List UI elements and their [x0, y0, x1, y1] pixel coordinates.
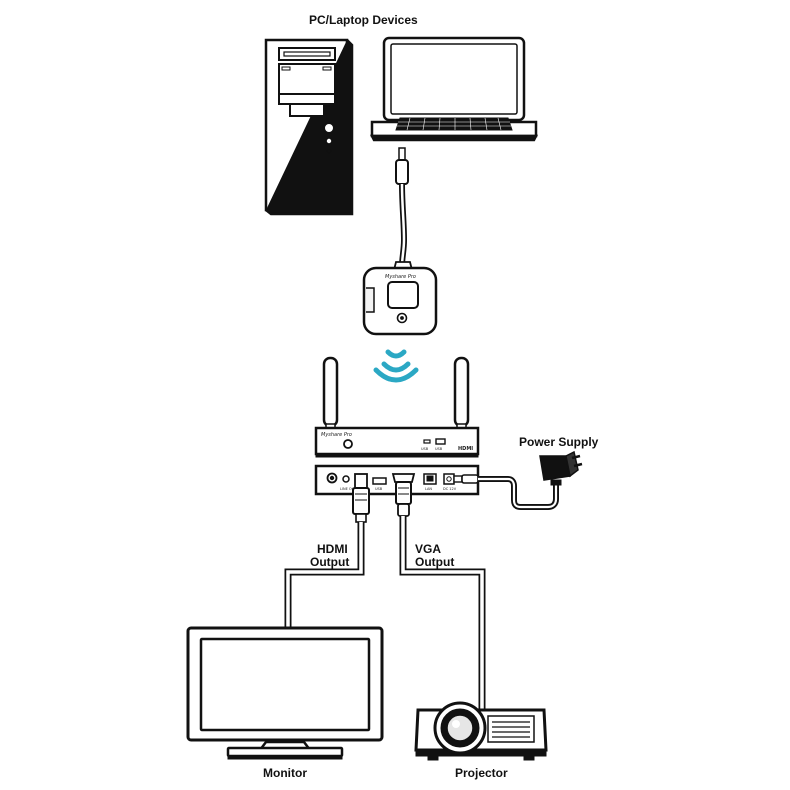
- power-cable: [478, 476, 559, 510]
- projector-label: Projector: [455, 766, 508, 780]
- hdmi-logo: HDMI: [458, 446, 473, 452]
- dc-plug: [453, 474, 479, 484]
- rear-port-label-usb: USB: [375, 487, 383, 491]
- usb-c-connector: [395, 147, 409, 185]
- antenna-right: [453, 356, 470, 431]
- hdmi-output-label-line1: HDMI: [317, 542, 348, 556]
- laptop-icon: [369, 36, 539, 142]
- pc-laptop-label: PC/Laptop Devices: [309, 13, 418, 27]
- desktop-tower-icon: [264, 38, 354, 216]
- front-port-label-2: USB: [435, 447, 443, 451]
- rear-port-label-dc: DC 12V: [443, 487, 457, 491]
- hdmi-output-label-line2: Output: [310, 555, 350, 569]
- monitor-icon: [186, 626, 384, 760]
- vga-connector: [391, 473, 416, 517]
- hdmi-cable: [284, 522, 365, 630]
- monitor-label: Monitor: [263, 766, 307, 780]
- dongle-brand-text: Myshare Pro: [385, 274, 416, 280]
- hdmi-connector: [352, 473, 370, 523]
- vga-output-label-line2: Output: [415, 555, 455, 569]
- wifi-waves-icon: [373, 349, 419, 383]
- rear-port-label-audio: LINE OUT: [340, 487, 357, 491]
- receiver-brand-text: Myshare Pro: [321, 432, 352, 438]
- vga-output-label-line1: VGA: [415, 542, 442, 556]
- power-adapter-icon: [539, 450, 583, 486]
- front-port-label-1: USB: [421, 447, 429, 451]
- antenna-left: [322, 356, 339, 431]
- rear-port-label-lan: LAN: [425, 487, 432, 491]
- wireless-dongle: [362, 261, 438, 336]
- projector-icon: [414, 701, 548, 761]
- power-supply-label: Power Supply: [519, 435, 599, 449]
- receiver-front-panel: [314, 426, 480, 458]
